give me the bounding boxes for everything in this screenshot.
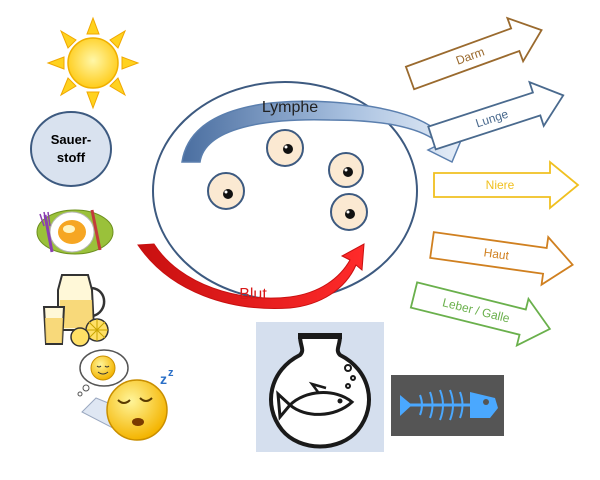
oxygen-label-line1: Sauer- [51,132,91,147]
oxygen-bubble: Sauer- stoff [30,111,112,187]
output-arrow-lunge: Lunge [427,80,565,151]
fish-bowl-icon [256,322,384,452]
food-plate-icon [36,209,114,255]
oxygen-label-line2: stoff [57,150,86,165]
lymph-label: Lymphe [262,99,318,116]
drink-jug-icon [42,274,109,347]
fish-bone-icon [391,375,504,436]
output-arrow-leber-galle: Leber / Galle [409,281,552,348]
svg-text:z: z [168,367,174,379]
blood-label: Blut [239,286,267,303]
output-arrow-label: Haut [483,245,511,262]
output-arrow-label: Niere [486,178,515,192]
cell [328,152,364,188]
lymph-arrow: Lymphe [181,99,464,164]
output-arrow-haut: Haut [429,231,574,287]
sleep-icon: z z [77,349,174,441]
blood-arrow: Blut [137,243,365,309]
output-arrow-niere: Niere [433,160,580,210]
output-arrow-darm: Darm [404,16,543,91]
cell [266,129,304,167]
sun-icon [46,16,140,110]
svg-text:z: z [160,371,167,387]
cell [207,172,245,210]
cell [330,193,368,231]
